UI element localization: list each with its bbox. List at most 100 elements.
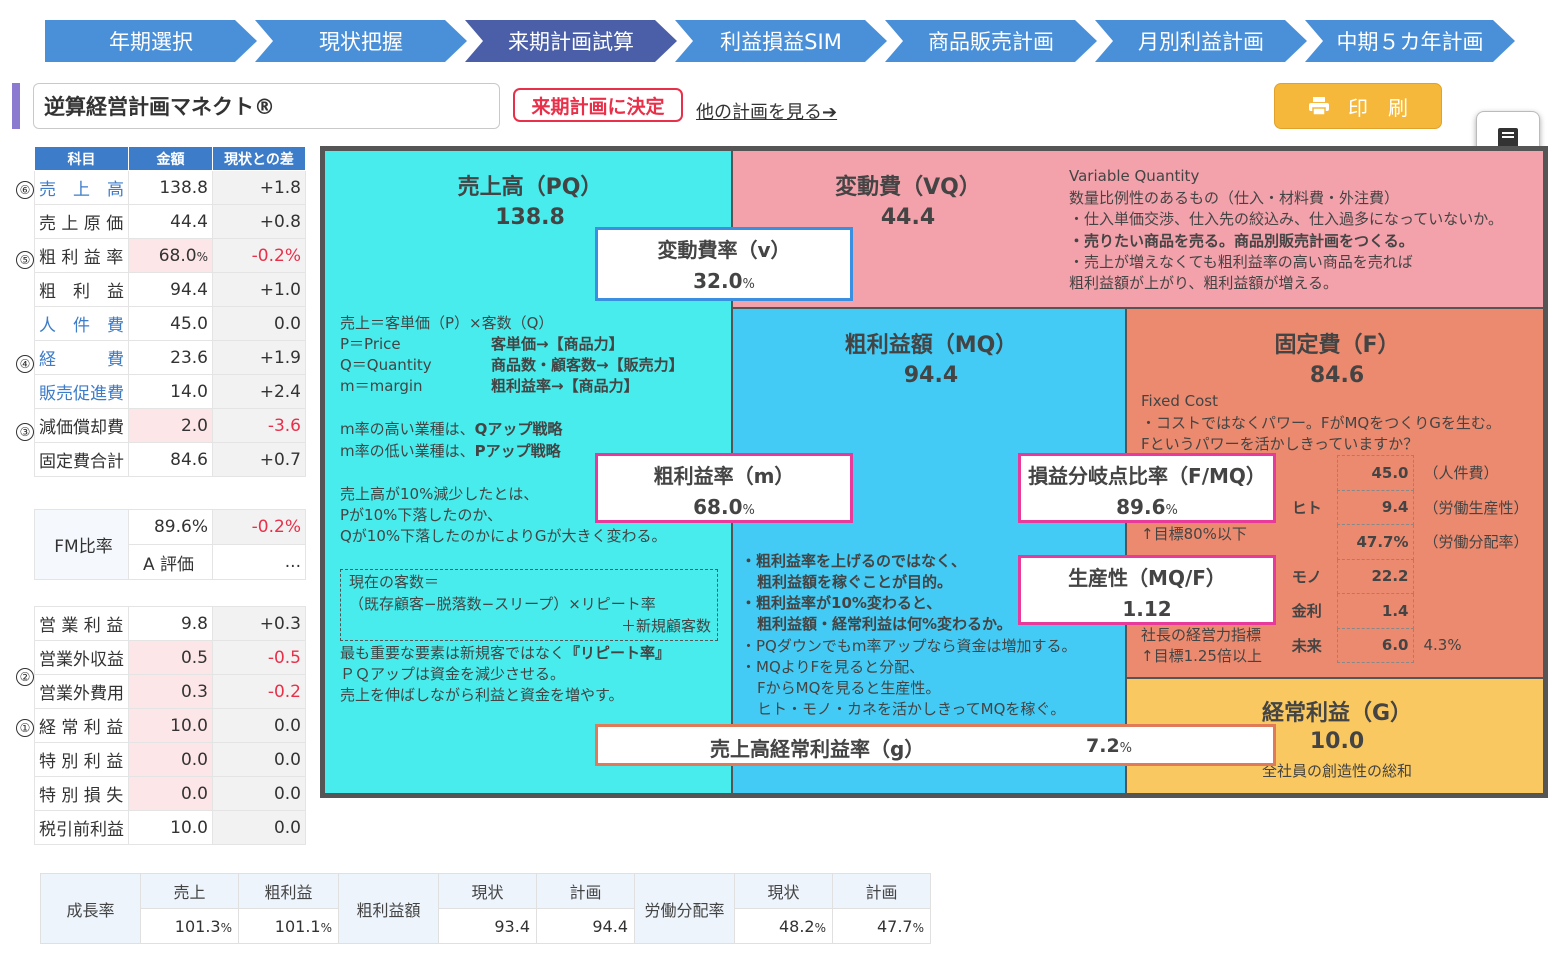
productivity-box: 生産性（MQ/F） 1.12 xyxy=(1018,555,1276,625)
prod-note-1: 社長の経営力指標 xyxy=(1141,626,1262,644)
row-diff: +1.9 xyxy=(212,340,306,375)
ordinary-profit-input[interactable]: 10.0 xyxy=(128,708,213,743)
step-year-select[interactable]: 年期選択 xyxy=(45,20,257,62)
row-diff: +1.8 xyxy=(212,170,306,205)
mq-title: 粗利益額（MQ） xyxy=(844,333,1018,358)
gross-margin-input[interactable]: 68.0% xyxy=(128,238,213,273)
print-button[interactable]: 印 刷 xyxy=(1274,83,1442,129)
bep-value: 89.6 xyxy=(1116,495,1166,519)
pq-value: 138.8 xyxy=(495,205,565,230)
p-val: 客単価→【商品力】 xyxy=(491,335,624,353)
row-value: 9.8 xyxy=(128,606,213,641)
row-diff: +0.3 xyxy=(212,606,306,641)
row-label-link[interactable]: 人 件 費 xyxy=(34,306,129,341)
row-label-link[interactable]: 販売促進費 xyxy=(34,374,129,409)
m-rate-title: 粗利益率（m） xyxy=(653,464,795,488)
labor-label: 労働分配率 xyxy=(634,873,735,944)
high-m-strategy: Qアップ戦略 xyxy=(474,420,563,438)
mq-note-8: ヒト・モノ・カネを活かしきってMQを稼ぐ。 xyxy=(757,700,1066,718)
mq-note-5: ・PQダウンでもm率アップなら資金は増加する。 xyxy=(741,637,1077,655)
cust-line-2: （既存顧客−脱落数−スリープ）×リピート率 xyxy=(349,595,656,613)
mq-plan-label: 計画 xyxy=(536,873,635,909)
extra-loss-input[interactable]: 0.0 xyxy=(128,776,213,811)
labor-current-label: 現状 xyxy=(734,873,833,909)
row-label: 粗 利 益 xyxy=(34,272,129,307)
row-diff: +2.4 xyxy=(212,374,306,409)
row-label: 営業外収益 xyxy=(34,640,129,675)
step-product-sales[interactable]: 商品販売計画 xyxy=(885,20,1097,62)
row-diff: -0.2% xyxy=(212,238,306,273)
row-diff: 0.0 xyxy=(212,742,306,777)
step-next-plan[interactable]: 来期計画試算 xyxy=(465,20,677,62)
decide-next-plan-button[interactable]: 来期計画に決定 xyxy=(513,88,683,122)
m-rate-value: 68.0 xyxy=(693,495,743,519)
row-value: 138.8 xyxy=(128,170,213,205)
f-row-note xyxy=(1413,559,1529,594)
extra-income-input[interactable]: 0.0 xyxy=(128,742,213,777)
row-value: 94.4 xyxy=(128,272,213,307)
f-row-value: 1.4 xyxy=(1336,593,1414,629)
low-m-text: m率の低い業種は、 xyxy=(340,442,475,460)
cust-line-3: ＋新規顧客数 xyxy=(620,617,711,635)
plan-name-field[interactable]: 逆算経営計画マネクト® xyxy=(33,83,500,129)
fm-label: FM比率 xyxy=(34,509,129,580)
step-marker: ⑥ xyxy=(16,181,34,199)
f-row-label: 未来 xyxy=(1291,636,1322,655)
growth-table: 成長率 売上 粗利益 粗利益額 現状 計画 労働分配率 現状 計画 101.3%… xyxy=(40,873,931,944)
mq-label: 粗利益額 xyxy=(338,873,439,944)
row-value: 45.0 xyxy=(128,306,213,341)
step-current-status[interactable]: 現状把握 xyxy=(255,20,467,62)
g-rate-title: 売上高経常利益率（g） xyxy=(710,737,925,761)
v-rate-unit: % xyxy=(742,277,755,292)
fm-diff: -0.2% xyxy=(212,509,306,545)
row-diff: 0.0 xyxy=(212,306,306,341)
f-row-note: （労働分配率） xyxy=(1423,533,1529,552)
row-value: 68.0 xyxy=(158,245,197,266)
pq-formula: 売上＝客単価（P）×客数（Q） xyxy=(340,314,554,332)
ordinary-profit-table: 営 業 利 益 9.8 +0.3 営業外収益 0.5 -0.5 営業外費用 0.… xyxy=(34,606,306,845)
fm-grade-diff: ... xyxy=(212,544,306,580)
mq-current: 93.4 xyxy=(438,908,537,944)
labor-plan-label: 計画 xyxy=(832,873,931,909)
f-text-3: Fというパワーを活かしきっていますか？ xyxy=(1141,435,1419,453)
step-five-year-plan[interactable]: 中期５カ年計画 xyxy=(1305,20,1515,62)
step-marker: ② xyxy=(16,668,34,686)
step-marker: ① xyxy=(16,719,34,737)
prod-note-2: ↑目標1.25倍以上 xyxy=(1141,647,1262,665)
table-row: 営業外収益 0.5 -0.5 xyxy=(34,640,306,675)
growth-label: 成長率 xyxy=(40,873,141,944)
col-header-diff: 現状との差 xyxy=(212,146,306,171)
row-diff: 0.0 xyxy=(212,810,306,845)
step-monthly-profit[interactable]: 月別利益計画 xyxy=(1095,20,1307,62)
row-value: 14.0 xyxy=(128,374,213,409)
step-profit-sim[interactable]: 利益損益SIM xyxy=(675,20,887,62)
non-op-expense-input[interactable]: 0.3 xyxy=(128,674,213,709)
other-plans-link[interactable]: 他の計画を見る➔ xyxy=(696,102,838,123)
step-marker: ④ xyxy=(16,355,34,373)
mq-note-4: 粗利益額・経常利益は何%変わるか。 xyxy=(757,615,1012,633)
row-diff: 0.0 xyxy=(212,708,306,743)
f-row-note: （労働生産性） xyxy=(1423,498,1529,517)
f-row-label xyxy=(1277,525,1337,560)
table-row: 特 別 損 失 0.0 0.0 xyxy=(34,776,306,811)
depreciation-input[interactable]: 2.0 xyxy=(128,408,213,443)
unit: % xyxy=(220,920,232,935)
row-label-link[interactable]: 経 費 xyxy=(34,340,129,375)
row-label: 営 業 利 益 xyxy=(34,606,129,641)
f-title: 固定費（F） xyxy=(1274,333,1400,358)
m-val: 粗利益率→【商品力】 xyxy=(491,377,639,395)
row-label: 減価償却費 xyxy=(34,408,129,443)
v-rate-title: 変動費率（v） xyxy=(657,238,791,262)
non-op-income-input[interactable]: 0.5 xyxy=(128,640,213,675)
vq-text-6: 粗利益額が上がり、粗利益額が増える。 xyxy=(1069,274,1338,292)
drop-text-1: 売上高が10%減少したとは、 xyxy=(340,485,539,503)
step-marker: ⑤ xyxy=(16,251,34,269)
sales-label: 売上 xyxy=(140,873,239,909)
row-label: 特 別 損 失 xyxy=(34,776,129,811)
unit: % xyxy=(912,920,924,935)
table-row: 経 費 23.6 +1.9 xyxy=(34,340,306,375)
repeat-rate: 『リピート率』 xyxy=(565,644,671,662)
row-label: 特 別 利 益 xyxy=(34,742,129,777)
vq-title: 変動費（VQ） xyxy=(835,175,981,200)
